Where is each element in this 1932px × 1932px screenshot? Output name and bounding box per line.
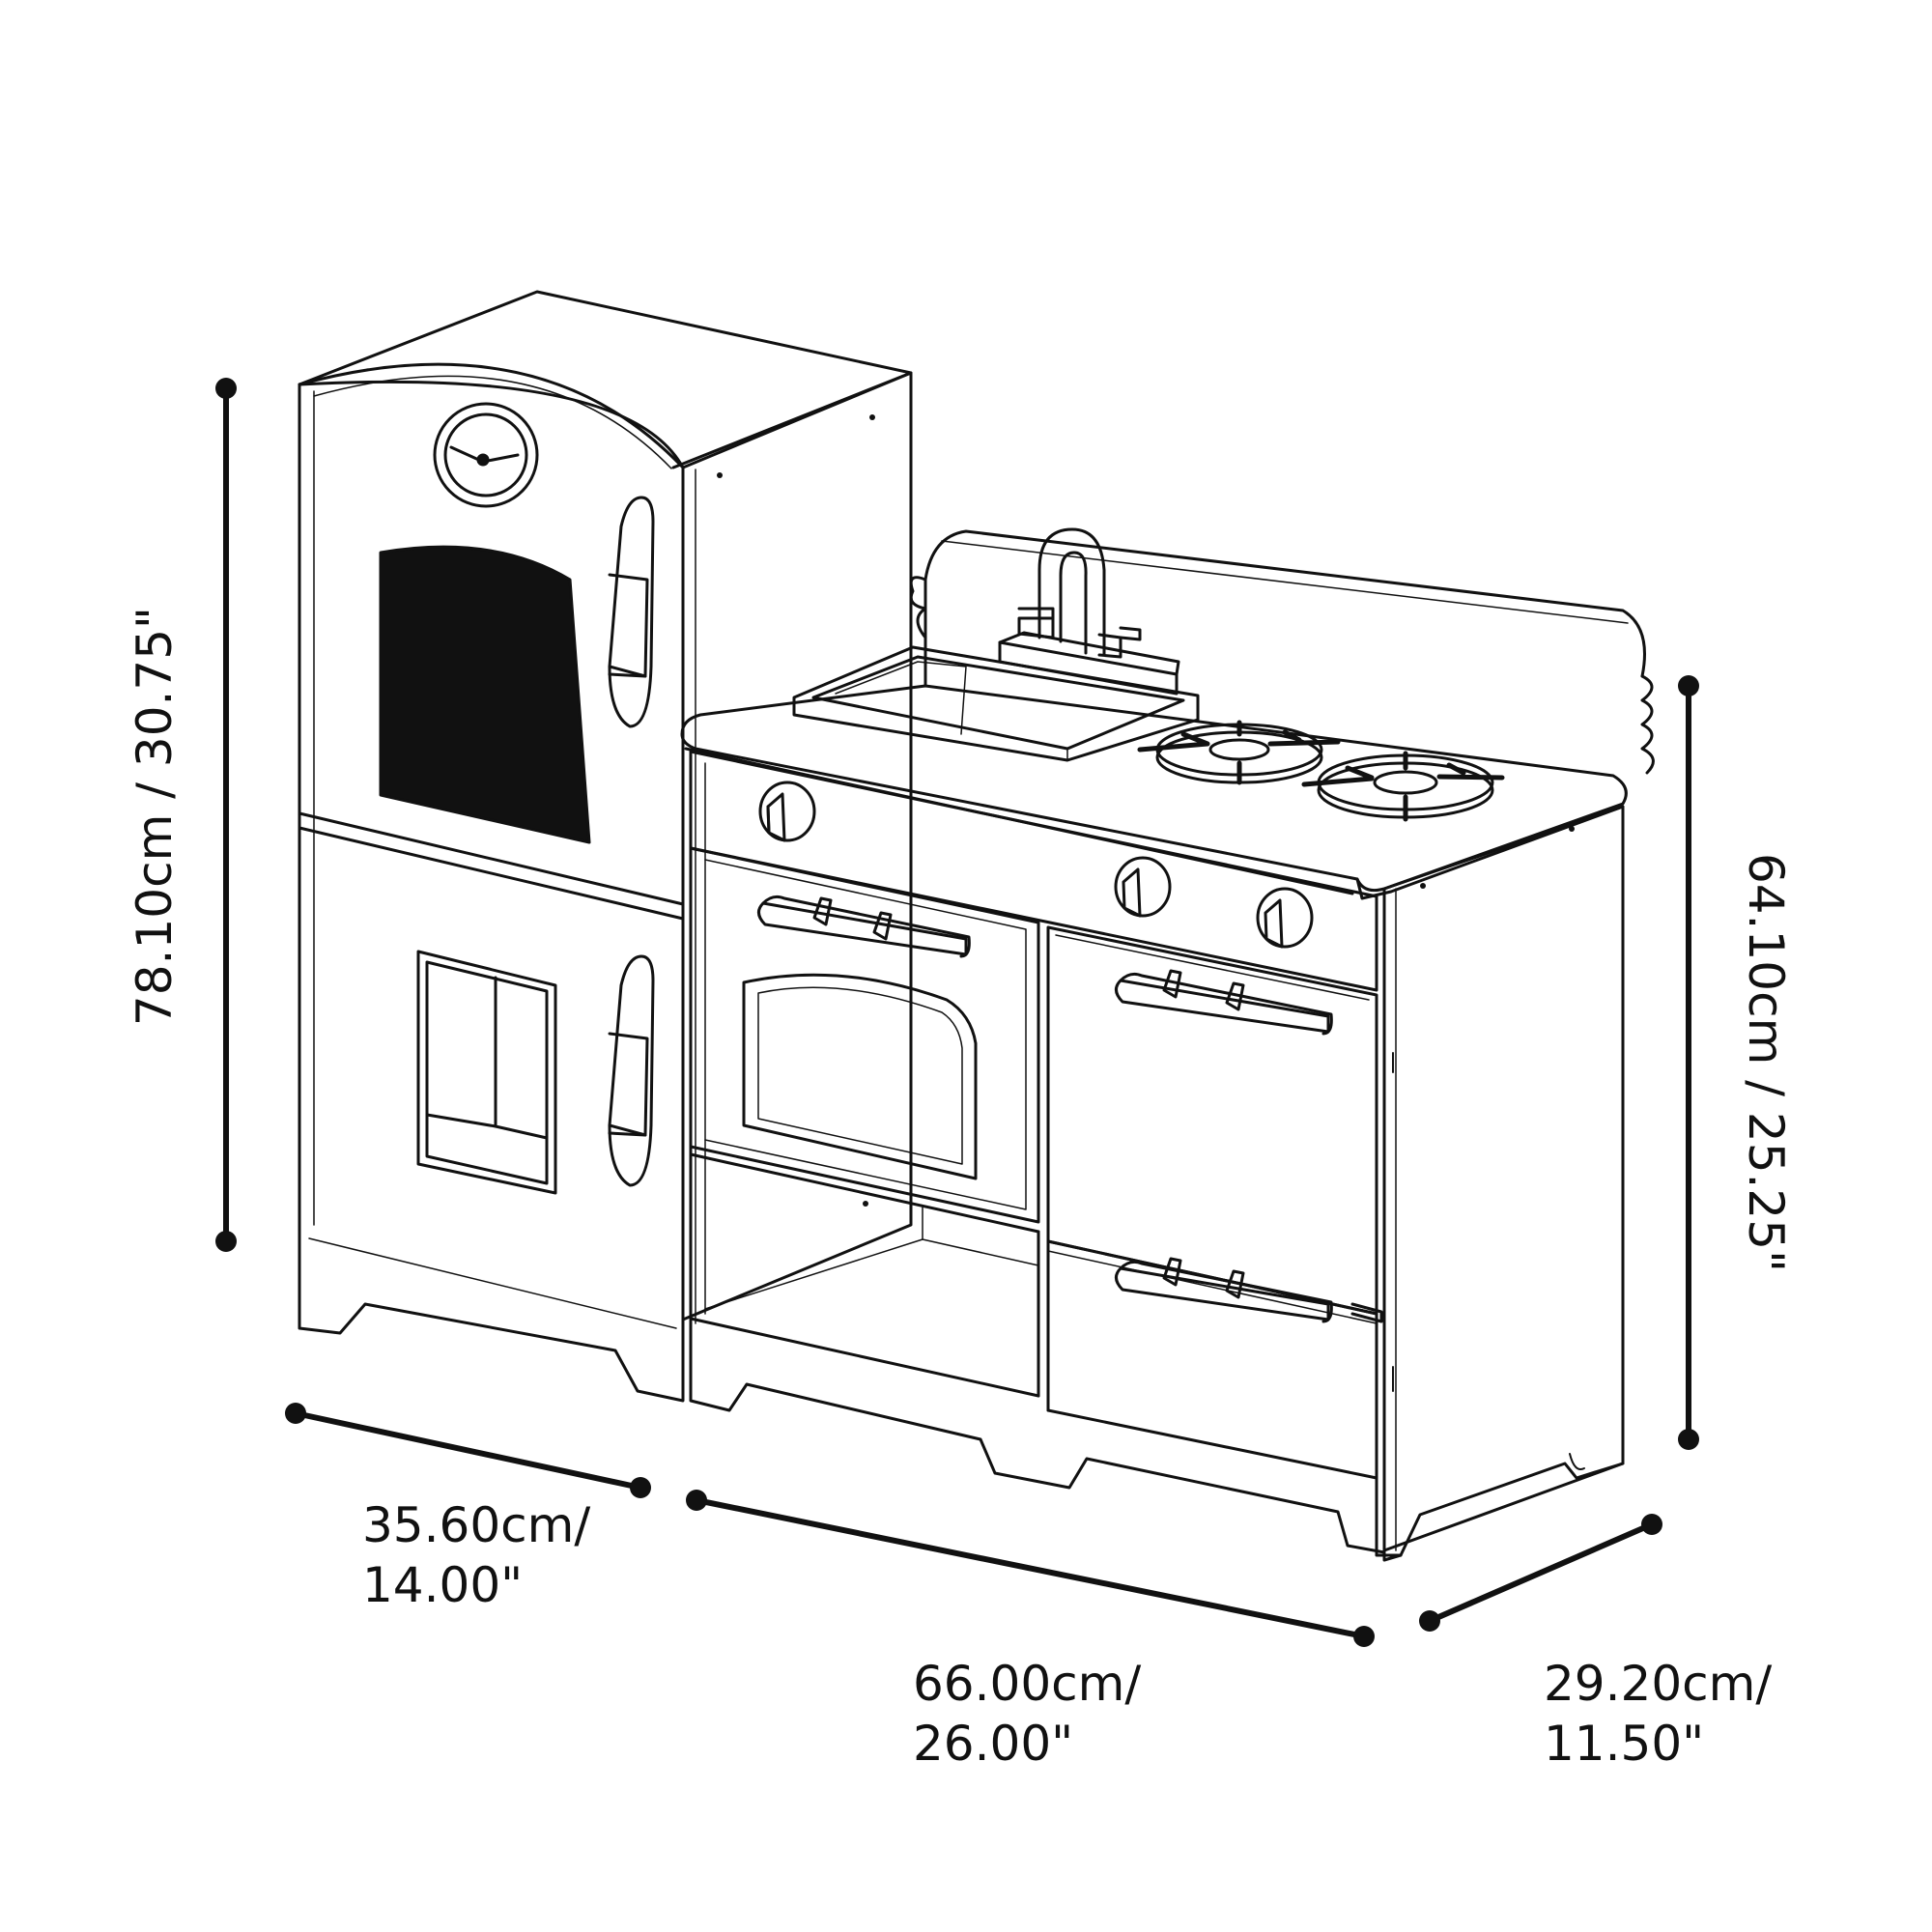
kitchen-width-line2: 26.00" (913, 1716, 1074, 1772)
kitchen-width-line1: 66.00cm/ (913, 1656, 1142, 1712)
sink (792, 645, 1200, 762)
burner-right-icon (1301, 751, 1505, 822)
kitchen-side-panel (1382, 805, 1625, 1552)
oven-door (689, 846, 1040, 1234)
knob-2-icon (1114, 856, 1172, 918)
knob-3-icon (1256, 887, 1314, 949)
kitchen-width-label: 66.00cm/ 26.00" (913, 1654, 1141, 1774)
kitchen-depth-line (1419, 1514, 1662, 1632)
freezer-window (379, 545, 591, 844)
faucet-icon (998, 527, 1180, 696)
kitchen-depth-line1: 29.20cm/ (1544, 1656, 1773, 1712)
dimension-lines (215, 378, 1699, 1647)
fridge-upper-handle (608, 496, 655, 728)
fridge-base (298, 1230, 685, 1403)
fridge-depth-line2: 14.00" (362, 1557, 524, 1613)
knob-1-icon (758, 781, 816, 842)
oven-handle (757, 895, 971, 958)
right-cabinet-door (1046, 925, 1378, 1316)
countertop (680, 684, 1628, 893)
fridge-depth-line1: 35.60cm/ (362, 1497, 591, 1553)
bottom-drawer (1046, 1239, 1383, 1480)
fridge-height-label: 78.10cm / 30.75" (127, 606, 183, 1027)
refrigerator-unit (298, 290, 913, 1403)
clock-icon (433, 402, 539, 508)
kitchen-depth-label: 29.20cm/ 11.50" (1544, 1654, 1772, 1774)
kitchen-height-label: 64.10cm / 25.25" (1738, 852, 1794, 1273)
control-panel (689, 750, 1378, 992)
burner-left-icon (1137, 720, 1341, 785)
fridge-lower-handle (608, 954, 655, 1187)
fridge-height-line (215, 378, 237, 1252)
drawer-handle (1115, 1257, 1333, 1323)
right-door-handle (1115, 969, 1333, 1036)
kitchen-depth-line2: 11.50" (1544, 1716, 1705, 1772)
backsplash (923, 529, 1646, 688)
water-dispenser (416, 950, 557, 1195)
kitchen-base (689, 1317, 1386, 1554)
kitchen-width-line (686, 1490, 1375, 1647)
fridge-depth-label: 35.60cm/ 14.00" (362, 1495, 590, 1615)
kitchen-height-line (1678, 675, 1699, 1450)
fridge-depth-line (285, 1403, 651, 1498)
kitchen-unit (680, 527, 1655, 1562)
fridge-top (298, 290, 913, 469)
